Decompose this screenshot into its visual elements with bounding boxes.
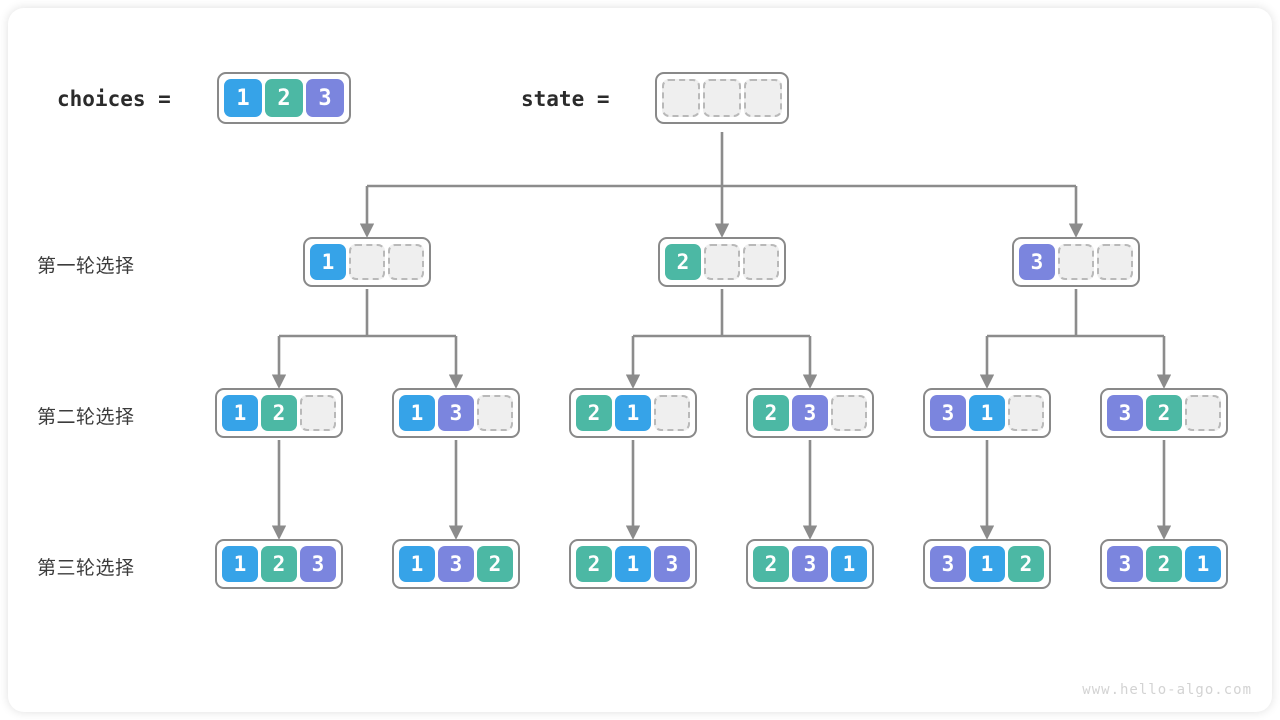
array-cell: 3 [1019, 244, 1055, 280]
array-cell-empty [388, 244, 424, 280]
array-cell-empty [477, 395, 513, 431]
array-cell-empty [831, 395, 867, 431]
array-cell: 1 [969, 395, 1005, 431]
array-cell: 2 [753, 546, 789, 582]
array-cell: 2 [477, 546, 513, 582]
array-cell-empty [744, 79, 782, 117]
array-cell: 1 [615, 395, 651, 431]
array-cell: 1 [310, 244, 346, 280]
row-label-round-1: 第一轮选择 [37, 255, 135, 277]
state-array [655, 72, 789, 124]
array-cell-empty [1097, 244, 1133, 280]
array-cell: 2 [261, 395, 297, 431]
watermark: www.hello-algo.com [1082, 682, 1252, 698]
array-cell: 2 [576, 546, 612, 582]
array-cell: 3 [1107, 546, 1143, 582]
array-cell: 1 [831, 546, 867, 582]
array-cell: 2 [265, 79, 303, 117]
array-cell: 3 [792, 546, 828, 582]
array-cell: 2 [1146, 546, 1182, 582]
array-cell: 1 [224, 79, 262, 117]
array-cell: 2 [261, 546, 297, 582]
figure-card [8, 8, 1272, 712]
array-cell: 1 [222, 395, 258, 431]
array-cell-empty [654, 395, 690, 431]
array-cell: 1 [969, 546, 1005, 582]
array-cell: 3 [438, 546, 474, 582]
array-cell: 3 [1107, 395, 1143, 431]
round-1-array-2: 2 [658, 237, 786, 287]
array-cell: 2 [1008, 546, 1044, 582]
array-cell-empty [704, 244, 740, 280]
array-cell: 1 [615, 546, 651, 582]
array-cell: 3 [792, 395, 828, 431]
array-cell-empty [300, 395, 336, 431]
array-cell: 3 [438, 395, 474, 431]
array-cell-empty [1008, 395, 1044, 431]
array-cell-empty [1185, 395, 1221, 431]
array-cell-empty [349, 244, 385, 280]
choices-label: choices = [57, 87, 171, 111]
array-cell: 2 [576, 395, 612, 431]
row-label-round-2: 第二轮选择 [37, 406, 135, 428]
array-cell-empty [662, 79, 700, 117]
array-cell: 2 [1146, 395, 1182, 431]
array-cell: 1 [399, 546, 435, 582]
array-cell: 1 [399, 395, 435, 431]
array-cell: 3 [930, 395, 966, 431]
state-label: state = [521, 87, 610, 111]
array-cell: 2 [665, 244, 701, 280]
array-cell-empty [743, 244, 779, 280]
array-cell: 3 [300, 546, 336, 582]
array-cell: 1 [1185, 546, 1221, 582]
array-cell-empty [703, 79, 741, 117]
round-1-array-3: 3 [1012, 237, 1140, 287]
array-cell: 3 [654, 546, 690, 582]
row-label-round-3: 第三轮选择 [37, 557, 135, 579]
array-cell-empty [1058, 244, 1094, 280]
array-cell: 1 [222, 546, 258, 582]
array-cell: 3 [306, 79, 344, 117]
round-1-array-1: 1 [303, 237, 431, 287]
array-cell: 2 [753, 395, 789, 431]
array-cell: 3 [930, 546, 966, 582]
